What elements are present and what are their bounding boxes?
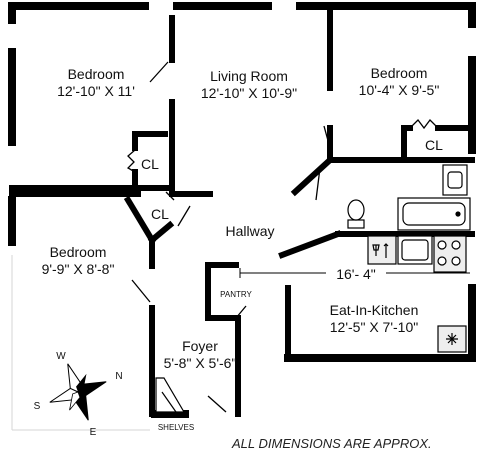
bedroom-lower-name: Bedroom — [49, 244, 107, 260]
bedroom-left-size: 12'-10" X 11' — [57, 83, 135, 99]
pantry-label: PANTRY — [220, 290, 252, 299]
interior-walls — [9, 5, 475, 417]
living-room-label: Living Room 12'-10" X 10'-9" — [184, 68, 314, 102]
kitchen-dimension-label: 16'- 4" — [326, 266, 386, 283]
living-room-size: 12'-10" X 10'-9" — [200, 85, 298, 101]
appliance-icons — [372, 243, 458, 345]
compass-east: E — [89, 427, 97, 438]
foyer-label: Foyer 5'-8" X 5'-6" — [150, 338, 250, 372]
shelves-label: SHELVES — [157, 423, 195, 432]
bedroom-right-label: Bedroom 10'-4" X 9'-5" — [340, 65, 458, 99]
bedroom-lower-size: 9'-9" X 8'-8" — [41, 261, 115, 277]
shelves-unit — [155, 377, 186, 413]
bedroom-right-size: 10'-4" X 9'-5" — [358, 82, 440, 98]
bathroom-fixtures — [347, 164, 471, 231]
door-swings — [131, 61, 331, 413]
closet-bifold-doors — [126, 119, 439, 201]
compass-north: N — [115, 371, 123, 382]
foyer-size: 5'-8" X 5'-6" — [163, 355, 237, 371]
footer-note: ALL DIMENSIONS ARE APPROX. — [232, 436, 432, 451]
bedroom-right-name: Bedroom — [370, 65, 428, 81]
kitchen-label: Eat-In-Kitchen 12'-5" X 7'-10" — [302, 302, 446, 336]
bedroom-left-label: Bedroom 12'-10" X 11' — [36, 66, 156, 100]
kitchen-size: 12'-5" X 7'-10" — [329, 319, 419, 335]
guide-lines — [11, 255, 150, 431]
kitchen-name: Eat-In-Kitchen — [329, 302, 419, 318]
compass-rose — [49, 363, 107, 421]
bedroom-lower-label: Bedroom 9'-9" X 8'-8" — [24, 244, 132, 278]
closet-right-label: CL — [425, 137, 443, 153]
compass-south: S — [33, 401, 41, 412]
closet-left-label: CL — [141, 156, 159, 172]
living-room-name: Living Room — [210, 68, 288, 84]
foyer-name: Foyer — [182, 338, 218, 354]
compass-west: W — [56, 351, 66, 362]
hallway-label: Hallway — [225, 223, 275, 239]
bedroom-left-name: Bedroom — [67, 66, 125, 82]
closet-center-label: CL — [151, 206, 169, 222]
